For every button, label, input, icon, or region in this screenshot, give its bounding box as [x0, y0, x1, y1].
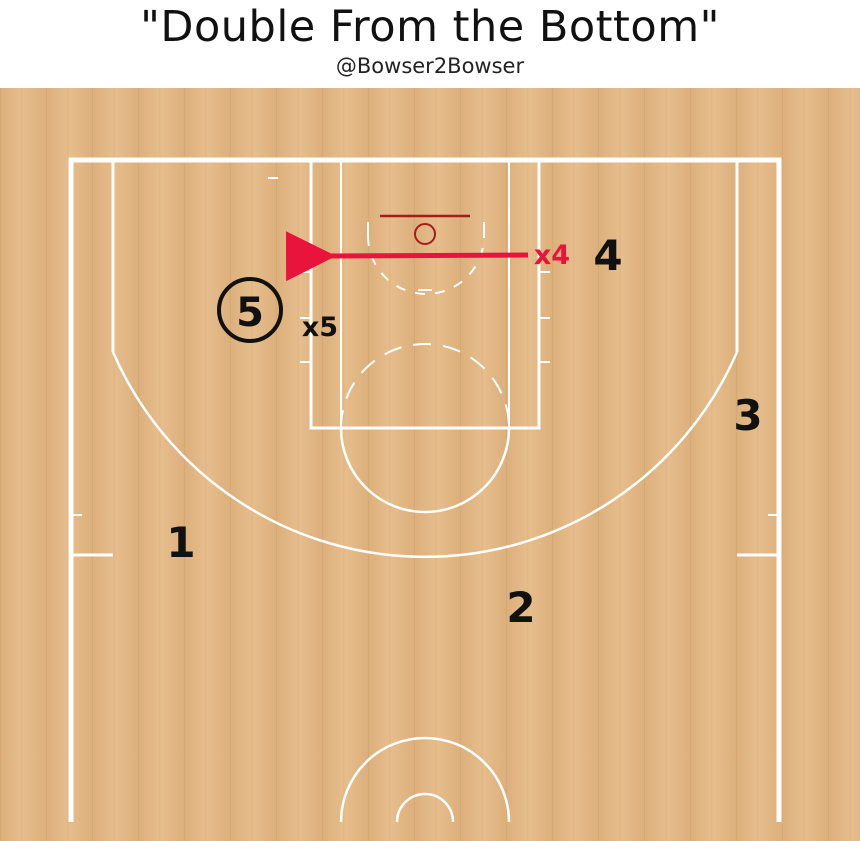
court-floor	[0, 88, 860, 841]
court-lines	[68, 157, 782, 823]
diagram-title: "Double From the Bottom"	[140, 2, 720, 52]
player-3-label: 3	[733, 391, 762, 440]
center-circle-inner	[395, 792, 455, 823]
center-circle-outer	[339, 736, 511, 823]
court-diagram: 5 x5 x4 4 3 1 2	[0, 88, 860, 841]
free-throw-circle-top	[340, 343, 510, 429]
x4-movement-arrow	[285, 231, 529, 282]
diagram-subtitle: @Bowser2Bowser	[335, 54, 525, 78]
player-2-label: 2	[506, 583, 535, 632]
defender-x4-label: x4	[534, 240, 570, 271]
defender-x5-label: x5	[302, 312, 338, 343]
lane-outer	[309, 158, 541, 430]
three-point-arc	[111, 351, 739, 559]
rim	[414, 223, 436, 245]
player-5-circle	[217, 277, 283, 343]
player-4-label: 4	[593, 231, 622, 280]
restricted-arc	[367, 235, 485, 295]
player-5-label: 5	[236, 290, 264, 336]
player-1-label: 1	[166, 518, 195, 567]
free-throw-circle-bottom	[339, 427, 511, 514]
